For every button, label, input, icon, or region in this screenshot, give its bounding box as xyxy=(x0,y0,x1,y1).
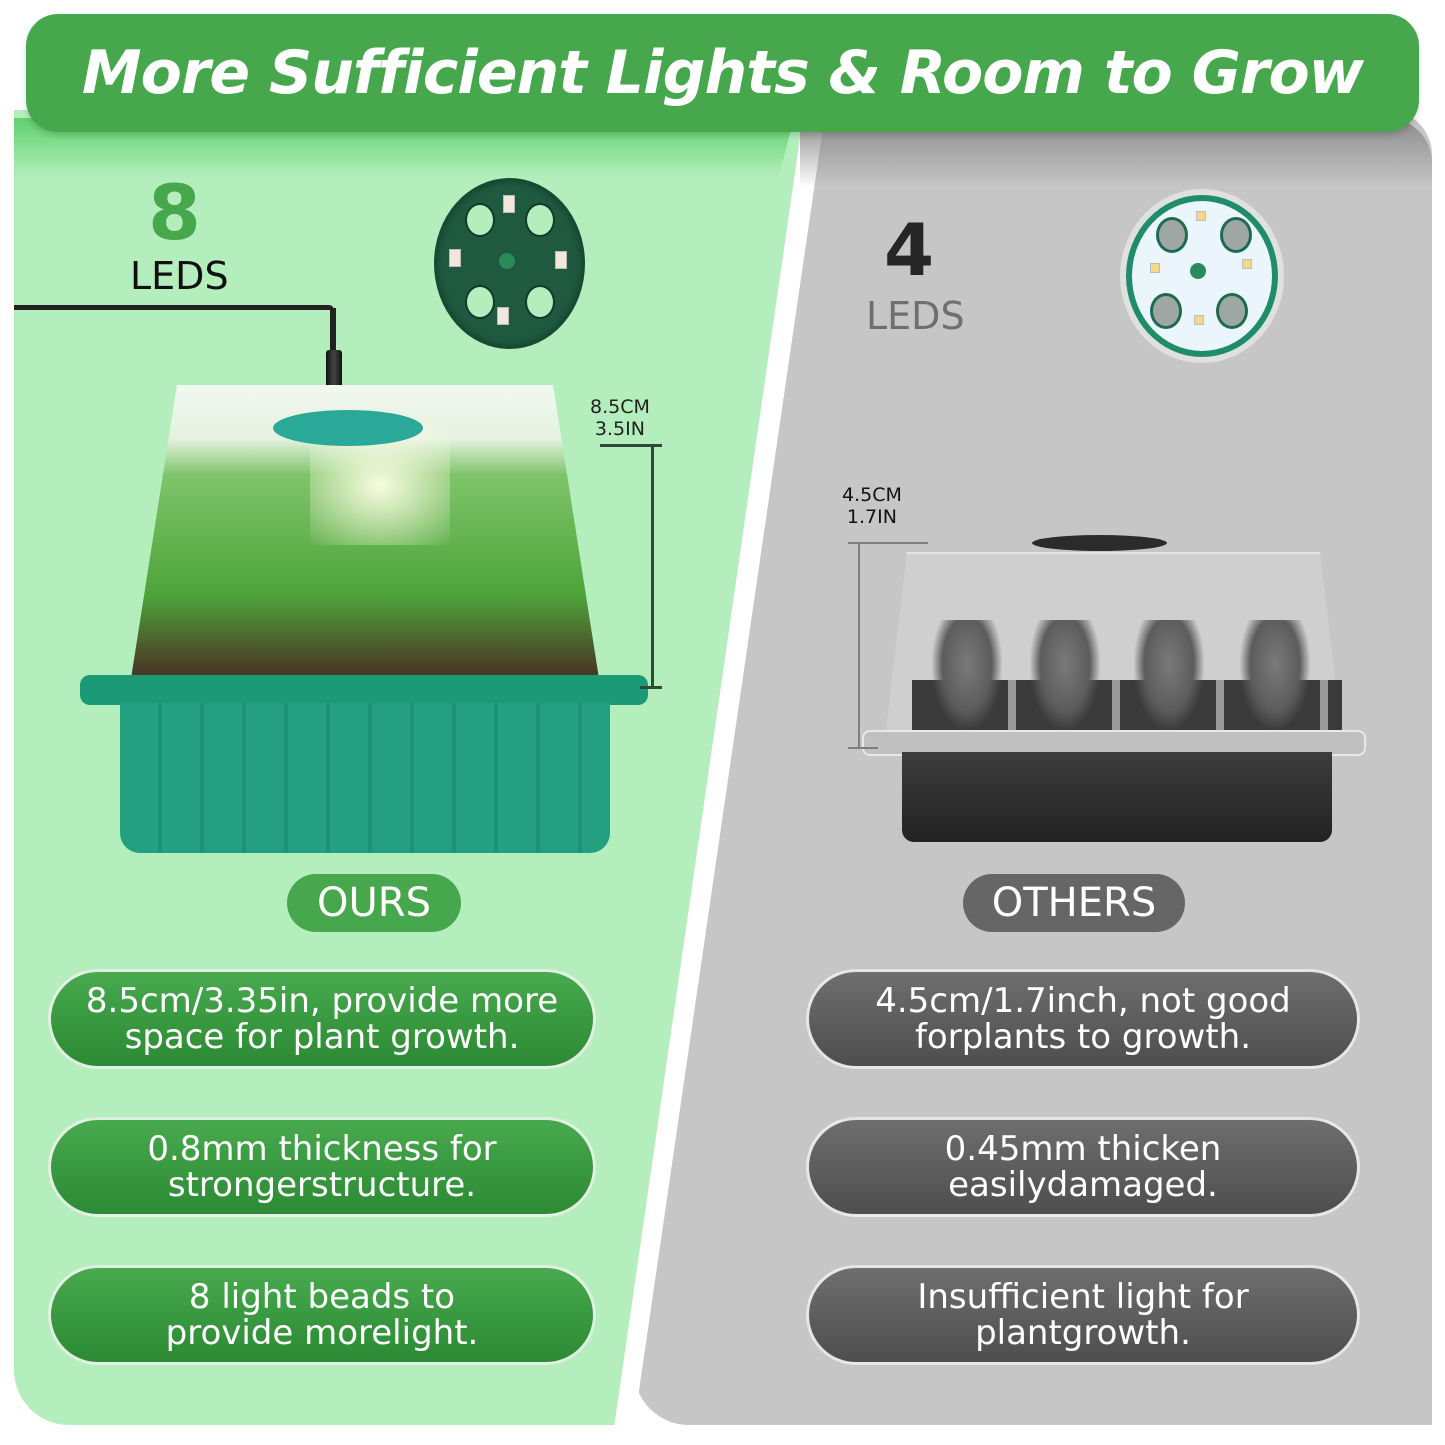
led-chip xyxy=(1196,211,1206,221)
ours-feature-thickness: 0.8mm thickness for strongerstructure. xyxy=(48,1117,596,1217)
ours-led-label: LEDS xyxy=(130,254,229,298)
grow-light-icon xyxy=(1032,535,1167,551)
others-height-label: 4.5CM 1.7IN xyxy=(842,484,902,528)
led-chip xyxy=(555,251,567,269)
disc-hole xyxy=(465,203,495,237)
others-height-cm: 4.5CM xyxy=(842,484,902,506)
led-chip xyxy=(503,195,515,213)
led-chip xyxy=(1150,263,1160,273)
disc-hole xyxy=(1216,293,1248,329)
tray-base xyxy=(120,703,610,853)
others-feature-light: Insufficient light for plantgrowth. xyxy=(806,1265,1360,1365)
disc-hole xyxy=(525,203,555,237)
disc-hole xyxy=(1150,293,1182,329)
seedling-icon xyxy=(1240,620,1310,730)
seedling-icon xyxy=(1134,620,1204,730)
seed-tray-with-plants xyxy=(80,385,648,855)
ours-feature-height: 8.5cm/3.35in, provide more space for pla… xyxy=(48,969,596,1069)
led-chip xyxy=(1194,315,1204,325)
grow-light-icon xyxy=(273,410,423,446)
disc-hub xyxy=(499,253,515,269)
led-chip xyxy=(449,249,461,267)
disc-hub xyxy=(1190,263,1206,279)
tray-base xyxy=(902,752,1332,842)
seed-tray-small-plants xyxy=(862,530,1366,845)
title-banner: More Sufficient Lights & Room to Grow xyxy=(26,14,1419,132)
others-led-count: 4 xyxy=(884,208,935,292)
disc-hole xyxy=(1220,217,1252,253)
ours-dimension-bottom xyxy=(640,686,662,689)
ours-height-cm: 8.5CM xyxy=(590,396,650,418)
others-height-in: 1.7IN xyxy=(846,506,897,528)
others-dimension-bottom xyxy=(848,747,878,749)
others-led-label: LEDS xyxy=(866,294,965,338)
disc-hole xyxy=(465,285,495,319)
ours-badge: OURS xyxy=(287,874,461,932)
ours-feature-light: 8 light beads to provide morelight. xyxy=(48,1265,596,1365)
disc-hole xyxy=(1156,217,1188,253)
led-disc-8-icon xyxy=(434,178,585,349)
ours-height-label: 8.5CM 3.5IN xyxy=(590,396,650,440)
ours-led-count: 8 xyxy=(148,168,201,257)
led-disc-4-icon xyxy=(1126,195,1278,357)
seedling-icon xyxy=(1030,620,1100,730)
others-badge: OTHERS xyxy=(963,874,1185,932)
power-cable-drop xyxy=(330,308,336,368)
others-dimension-top xyxy=(848,542,928,544)
ours-height-in: 3.5IN xyxy=(594,418,645,440)
ours-dimension-line xyxy=(651,445,654,688)
seedling-icon xyxy=(932,620,1002,730)
disc-hole xyxy=(525,285,555,319)
page-title: More Sufficient Lights & Room to Grow xyxy=(81,38,1364,108)
led-chip xyxy=(1242,259,1252,269)
others-dimension-line xyxy=(858,543,860,748)
tray-rim xyxy=(80,675,648,705)
ours-dimension-top xyxy=(600,444,662,447)
others-feature-thickness: 0.45mm thicken easilydamaged. xyxy=(806,1117,1360,1217)
led-chip xyxy=(497,307,509,325)
power-cable-icon xyxy=(14,305,334,310)
others-feature-height: 4.5cm/1.7inch, not good forplants to gro… xyxy=(806,969,1360,1069)
